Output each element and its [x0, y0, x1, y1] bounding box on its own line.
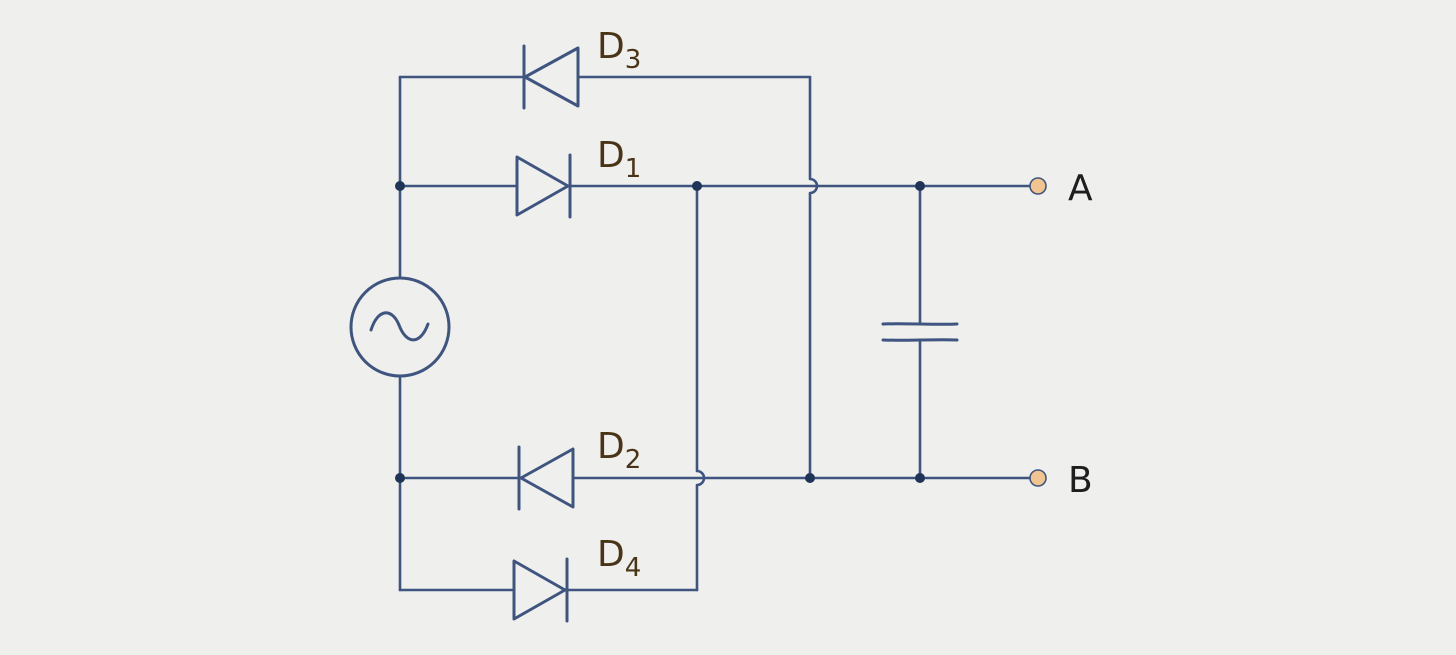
terminal-b-label: B: [1068, 460, 1093, 501]
wire-d3-return-with-hop: [808, 75, 819, 480]
ac-source-icon: [349, 276, 451, 378]
diode-d4-letter: D: [597, 534, 625, 575]
wire-d1-d4-link-with-hop: [695, 184, 706, 592]
diode-d3-subscript: 3: [625, 45, 642, 75]
capacitor-icon: [881, 322, 959, 342]
capacitor-plate-top: [881, 322, 959, 326]
junction-dot: [805, 473, 815, 483]
terminal-a-pad: [1029, 177, 1047, 195]
terminal-a-label: A: [1068, 168, 1093, 209]
diode-d4-subscript: 4: [625, 553, 642, 583]
terminal-b: B: [1029, 460, 1093, 501]
diode-d4-label: D4: [597, 534, 641, 583]
wires: [398, 75, 1032, 592]
terminal-a: A: [1029, 168, 1093, 209]
junction-dot: [395, 181, 405, 191]
diode-d3-letter: D: [597, 26, 625, 67]
sine-wave-icon: [369, 311, 430, 342]
junction-dot: [692, 181, 702, 191]
diode-d3-label: D3: [597, 26, 641, 75]
junction-dot: [915, 473, 925, 483]
diode-d2-icon: [517, 445, 575, 511]
terminal-b-pad: [1029, 469, 1047, 487]
diode-d1-letter: D: [597, 135, 625, 176]
diode-d4-icon: [512, 557, 569, 623]
diode-d2-subscript: 2: [625, 445, 642, 475]
diode-d2-label: D2: [597, 426, 641, 475]
diode-d1-subscript: 1: [625, 154, 642, 184]
diode-d1-label: D1: [597, 135, 641, 184]
junctions: [395, 181, 925, 483]
diode-d2-letter: D: [597, 426, 625, 467]
diode-d3-icon: [522, 44, 580, 110]
diode-d1-icon: [515, 153, 572, 219]
junction-dot: [395, 473, 405, 483]
junction-dot: [915, 181, 925, 191]
capacitor-plate-bottom: [881, 338, 959, 342]
